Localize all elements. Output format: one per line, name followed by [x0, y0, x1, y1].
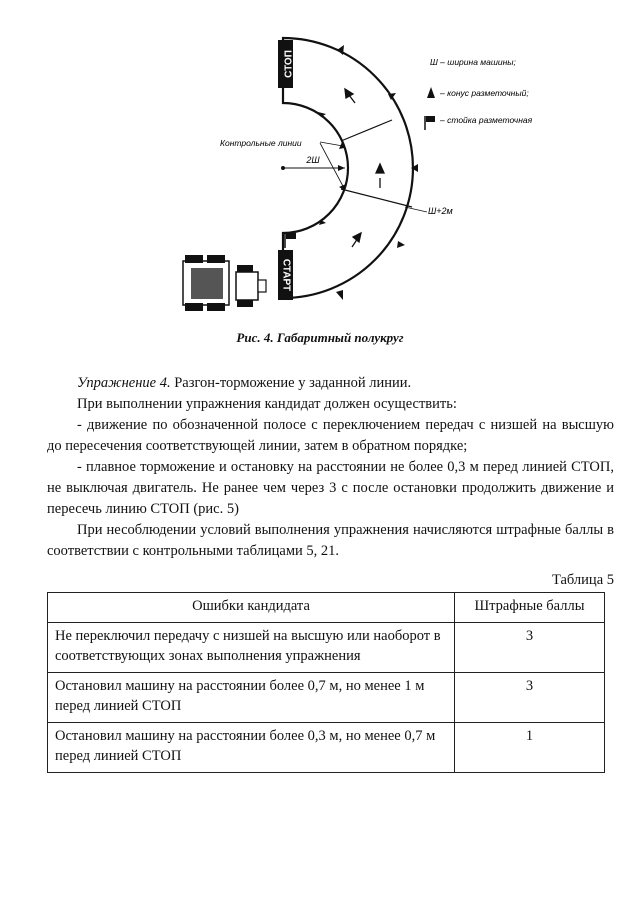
header-score: Штрафные баллы	[454, 592, 605, 623]
direction-arrows	[344, 87, 386, 248]
score-cell: 3	[454, 672, 605, 723]
legend-post: – стойка разметочная	[439, 115, 533, 125]
body-text: Упражнение 4. Разгон-торможение у заданн…	[47, 373, 614, 562]
cone-legend-icon	[427, 87, 435, 98]
exercise-heading: Упражнение 4. Разгон-торможение у заданн…	[47, 373, 614, 394]
table-caption: Таблица 5	[551, 572, 614, 588]
paragraph-2: - движение по обозначенной полосе с пере…	[47, 417, 614, 454]
exercise-title: Упражнение 4.	[77, 375, 171, 391]
legend-width-text: Ш – ширина машины;	[430, 57, 517, 67]
figure-caption: Рис. 4. Габаритный полукруг	[236, 330, 404, 345]
error-cell: Остановил машину на расстоянии более 0,3…	[47, 722, 455, 773]
control-lines-label: Контрольные линии	[220, 138, 302, 148]
legend-width: Ш – ширина машины;	[430, 57, 517, 67]
track-outline	[281, 36, 415, 300]
legend-cone: – конус разметочный;	[439, 88, 529, 98]
inner-label: 2Ш	[305, 155, 320, 165]
marker-post-icon	[284, 233, 296, 248]
start-label: СТАРТ	[280, 259, 291, 291]
table-row: Остановил машину на расстоянии более 0,3…	[47, 722, 605, 773]
post-legend-icon	[424, 116, 435, 130]
score-cell: 1	[454, 722, 605, 773]
header-errors: Ошибки кандидата	[47, 592, 455, 623]
table-header-row: Ошибки кандидата Штрафные баллы	[47, 592, 605, 623]
error-cell: Не переключил передачу с низшей на высшу…	[47, 622, 455, 673]
start-bar	[278, 250, 293, 300]
score-cell: 3	[454, 622, 605, 673]
table-row: Не переключил передачу с низшей на высшу…	[47, 622, 605, 673]
stop-label: СТОП	[284, 50, 295, 78]
penalty-table: Ошибки кандидата Штрафные баллы Не перек…	[47, 592, 605, 773]
paragraph-1: При выполнении упражнения кандидат долже…	[77, 396, 457, 412]
error-cell: Остановил машину на расстоянии более 0,7…	[47, 672, 455, 723]
control-line-2	[340, 188, 413, 208]
paragraph-3: - плавное торможение и остановку на расс…	[47, 459, 614, 517]
stop-bar	[278, 40, 293, 88]
table-row: Остановил машину на расстоянии более 0,7…	[47, 672, 605, 723]
exercise-name: Разгон-торможение у заданной линии.	[174, 375, 412, 391]
control-line-1	[340, 119, 393, 142]
outer-label: Ш+2м	[428, 206, 453, 216]
paragraph-4: При несоблюдении условий выполнения упра…	[47, 522, 614, 559]
outer-cones	[336, 45, 418, 300]
vehicle-icon	[182, 255, 267, 311]
semicircle-diagram: СТОП СТАРТ 2Ш Ш+2м Контрольные ли	[182, 36, 533, 311]
